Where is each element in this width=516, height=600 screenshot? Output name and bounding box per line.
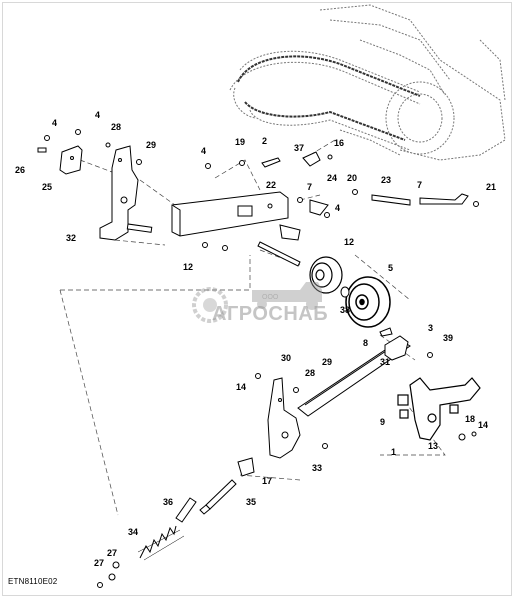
- callout-label: 39: [443, 333, 453, 343]
- callout-label: 22: [266, 180, 276, 190]
- bracket-32: [99, 145, 153, 241]
- rod-17: [175, 497, 197, 523]
- callout-label: 19: [235, 137, 245, 147]
- callout-label: 23: [381, 175, 391, 185]
- callout-label: 28: [111, 122, 121, 132]
- callout-label: 36: [163, 497, 173, 507]
- pulley-12-lower: [345, 276, 391, 328]
- bracket-31: [267, 377, 301, 459]
- callout-label: 9: [380, 417, 385, 427]
- callout-label: 29: [146, 140, 156, 150]
- watermark-company-name: АГРОСНАБ: [212, 303, 329, 325]
- diagram-frame: [2, 2, 512, 596]
- callout-label: 12: [344, 237, 354, 247]
- tractor-background-outline: [229, 4, 506, 161]
- callout-label: 27: [107, 548, 117, 558]
- callout-label: 16: [334, 138, 344, 148]
- pulley-12-upper: [309, 256, 343, 294]
- callout-label: 31: [380, 357, 390, 367]
- lower-small-parts: [237, 327, 477, 477]
- callout-label: 35: [246, 497, 256, 507]
- upper-small-parts: [37, 129, 333, 267]
- bar-16: [171, 191, 289, 237]
- rod-assembly-20: [297, 189, 479, 218]
- watermark-company-prefix: ООО: [262, 294, 279, 301]
- callout-label: 29: [322, 357, 332, 367]
- rod-36: [199, 479, 237, 515]
- guide-plate-30: [297, 339, 411, 417]
- callout-label: 26: [15, 165, 25, 175]
- callout-label: 27: [94, 558, 104, 568]
- lever-13: [397, 377, 481, 441]
- callout-labels: 4 4 28 29 26 25 32 4 19 2 37 16 22 24 20…: [15, 110, 496, 568]
- callout-label: 18: [465, 414, 475, 424]
- callout-label: 3: [428, 323, 433, 333]
- watermark-logo: [192, 282, 322, 323]
- callout-label: 28: [305, 368, 315, 378]
- callout-label: 4: [95, 110, 100, 120]
- spring-35: [137, 525, 185, 561]
- document-id: ETN8110E02: [8, 577, 58, 586]
- callout-label: 37: [294, 143, 304, 153]
- callout-label: 33: [312, 463, 322, 473]
- callout-label: 24: [327, 173, 337, 183]
- callout-label: 13: [428, 441, 438, 451]
- drive-belt: [237, 55, 421, 141]
- callout-label: 30: [281, 353, 291, 363]
- callout-label: 8: [363, 338, 368, 348]
- callout-label: 12: [183, 262, 193, 272]
- callout-label: 14: [236, 382, 246, 392]
- callout-label: 4: [52, 118, 57, 128]
- callout-label: 38: [340, 305, 350, 315]
- callout-label: 20: [347, 173, 357, 183]
- callout-label: 32: [66, 233, 76, 243]
- bracket-39: [384, 335, 409, 361]
- callout-label: 21: [486, 182, 496, 192]
- callout-label: 5: [388, 263, 393, 273]
- callout-label: 7: [417, 180, 422, 190]
- callout-label: 34: [128, 527, 138, 537]
- callout-label: 7: [307, 182, 312, 192]
- callout-label: 1: [391, 447, 396, 457]
- callout-label: 4: [201, 146, 206, 156]
- washer-5: [340, 286, 350, 298]
- bottom-small-parts: [97, 561, 120, 588]
- callout-label: 17: [262, 476, 272, 486]
- callout-label: 4: [335, 203, 340, 213]
- callout-label: 14: [478, 420, 488, 430]
- plate-25: [59, 145, 83, 175]
- callout-label: 2: [262, 136, 267, 146]
- callout-label: 25: [42, 182, 52, 192]
